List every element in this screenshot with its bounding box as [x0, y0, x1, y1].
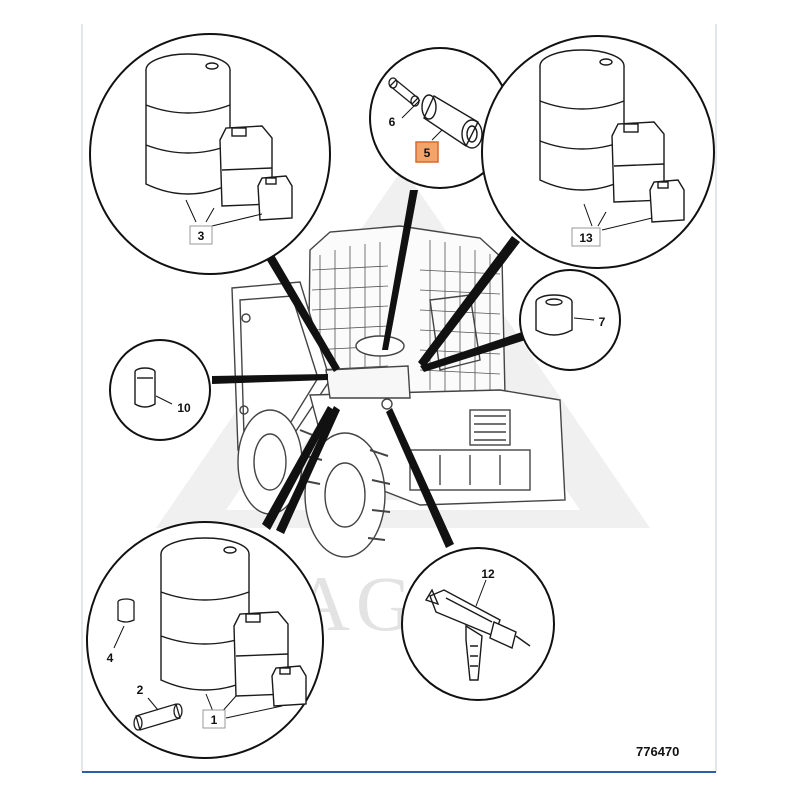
- callout-2-label: 2: [137, 683, 144, 697]
- detail-circle-3: 3: [89, 33, 331, 275]
- detail-circle-7: 7: [519, 269, 621, 371]
- filter-element-icon: [117, 598, 135, 623]
- callout-12[interactable]: 12: [481, 567, 495, 581]
- detail-circle-12: 12: [401, 547, 555, 701]
- filter-element-icon: [421, 94, 483, 149]
- callout-5[interactable]: 5: [415, 141, 439, 163]
- oil-can-icon: [611, 121, 665, 203]
- spin-on-filter-icon: [535, 294, 573, 336]
- filter-element-icon: [134, 367, 156, 408]
- callout-10-label: 10: [177, 401, 191, 415]
- callout-5-label: 5: [424, 146, 431, 160]
- callout-7-label: 7: [599, 315, 606, 329]
- detail-circle-5-6: 6 5: [369, 47, 511, 189]
- callout-2[interactable]: 2: [137, 683, 144, 697]
- oil-can-icon: [649, 179, 685, 223]
- callout-3-label: 3: [198, 229, 205, 243]
- callout-13[interactable]: 13: [571, 227, 601, 247]
- oil-can-icon: [257, 175, 293, 221]
- callout-7[interactable]: 7: [599, 315, 606, 329]
- callout-10[interactable]: 10: [177, 401, 191, 415]
- oil-can-icon: [271, 665, 307, 707]
- oil-drum-icon: [160, 537, 250, 691]
- oil-drum-icon: [145, 53, 231, 195]
- filter-element-icon: [133, 703, 183, 731]
- filter-element-icon: [388, 77, 420, 107]
- callout-1[interactable]: 1: [202, 709, 226, 729]
- callout-5-highlight: [415, 141, 439, 163]
- detail-circle-10: 10: [109, 339, 211, 441]
- callout-6-label: 6: [389, 115, 396, 129]
- oil-drum-icon: [539, 49, 625, 191]
- detail-circle-1-2-4: 4 2 1: [86, 521, 324, 759]
- callout-3[interactable]: 3: [189, 225, 213, 245]
- callout-13-label: 13: [579, 231, 593, 245]
- drawing-number: 776470: [636, 744, 679, 759]
- leader-lines: [212, 190, 532, 548]
- callout-1-label: 1: [211, 713, 218, 727]
- detail-circle-13: 13: [481, 35, 715, 269]
- callout-6[interactable]: 6: [389, 115, 396, 129]
- callout-4[interactable]: 4: [107, 651, 114, 665]
- grease-gun-icon: [424, 588, 531, 681]
- callout-12-label: 12: [481, 567, 495, 581]
- callout-4-label: 4: [107, 651, 114, 665]
